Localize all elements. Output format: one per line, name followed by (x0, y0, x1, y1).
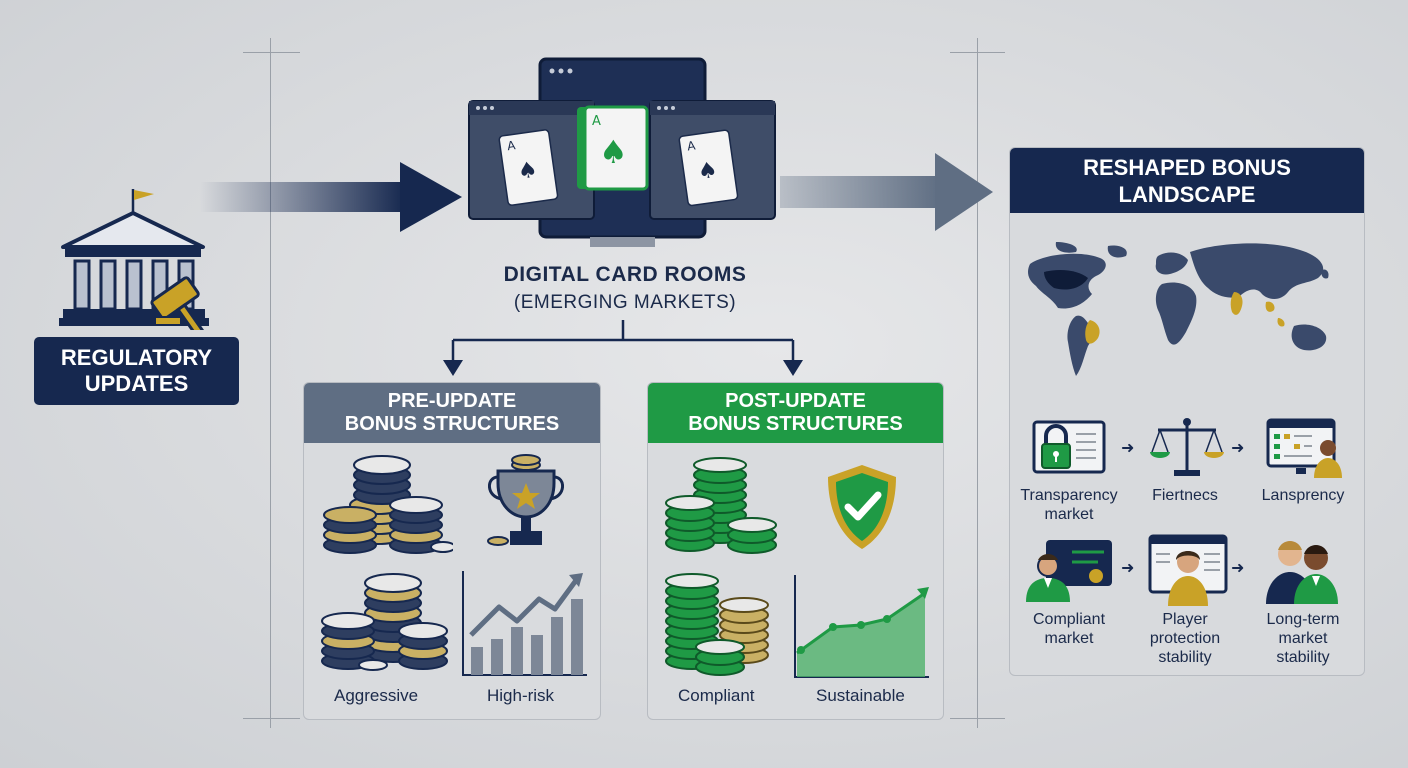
regulatory-line1: REGULATORY (60, 345, 213, 370)
landscape-title-line2: LANDSCAPE (1118, 181, 1256, 207)
trophy-icon (487, 454, 564, 546)
pre-update-panel: PRE-UPDATE BONUS STRUCTURES (303, 382, 601, 720)
svg-text:♠: ♠ (516, 157, 539, 185)
arrow-icon: ➜ (1231, 440, 1245, 457)
world-map-icon (1028, 242, 1329, 376)
guide-line (270, 38, 271, 728)
id-card-person-icon (1026, 540, 1112, 602)
pre-caption-high-risk: High-risk (487, 686, 555, 705)
svg-text:A: A (506, 138, 517, 153)
center-title: DIGITAL CARD ROOMS (503, 263, 747, 286)
arrow-icon: ➜ (1121, 560, 1135, 577)
profile-screen-icon (1148, 534, 1228, 606)
padlock-document-icon (1032, 420, 1106, 474)
post-update-panel: POST-UPDATE BONUS STRUCTURES Compliant S… (647, 382, 944, 720)
flow-arrow-right (780, 153, 993, 231)
branch-connector (443, 320, 803, 376)
pre-update-title-line2: BONUS STRUCTURES (344, 413, 560, 435)
arrow-icon: ➜ (1121, 440, 1135, 457)
green-chip-stacks-icon (665, 573, 769, 676)
guide-line (950, 52, 1005, 53)
chip-stacks-icon (321, 573, 448, 671)
landscape-caption-5: Player protection stability (1149, 611, 1221, 666)
pre-update-header: PRE-UPDATE BONUS STRUCTURES (304, 383, 600, 443)
post-update-title-line2: BONUS STRUCTURES (688, 413, 903, 435)
shield-check-icon (828, 465, 896, 549)
flow-arrow-left (200, 162, 462, 232)
landscape-caption-6: Long-term market stability (1266, 611, 1340, 666)
landscape-header: RESHAPED BONUS LANDSCAPE (1010, 148, 1364, 213)
post-update-title-line1: POST-UPDATE (725, 390, 866, 412)
rising-chart-icon (462, 571, 587, 676)
courthouse-gavel-icon (59, 189, 210, 330)
card-room-monitor-icon: A ♠ A ♠ A ♠ (468, 57, 776, 247)
growth-area-chart-icon (794, 575, 929, 678)
arrow-icon: ➜ (1231, 560, 1245, 577)
scales-icon (1150, 418, 1224, 476)
center-subtitle: (EMERGING MARKETS) (513, 292, 737, 313)
dashboard-person-icon (1266, 418, 1342, 478)
landscape-caption-4: Compliant market (1032, 611, 1106, 647)
svg-text:♠: ♠ (599, 133, 628, 171)
landscape-caption-1: Transparency market (1020, 487, 1118, 523)
svg-text:A: A (686, 138, 697, 153)
pre-update-title-line1: PRE-UPDATE (387, 390, 517, 412)
post-caption-sustainable: Sustainable (816, 686, 905, 705)
guide-line (977, 38, 978, 728)
guide-line (950, 718, 1005, 719)
guide-line (243, 52, 300, 53)
svg-text:A: A (592, 114, 601, 129)
digital-card-rooms-title: DIGITAL CARD ROOMS (EMERGING MARKETS) (430, 263, 820, 314)
green-chip-stacks-icon (665, 457, 777, 554)
chip-stacks-icon (323, 455, 453, 554)
people-pair-icon (1266, 541, 1338, 604)
landscape-title-line1: RESHAPED BONUS (1083, 154, 1291, 180)
guide-line (243, 718, 300, 719)
regulatory-line2: UPDATES (84, 371, 189, 396)
pre-caption-aggressive: Aggressive (334, 686, 419, 705)
landscape-caption-3: Lansprency (1261, 487, 1345, 504)
post-caption-compliant: Compliant (678, 686, 755, 705)
svg-text:♠: ♠ (696, 158, 719, 186)
regulatory-updates-label: REGULATORY UPDATES (34, 337, 239, 405)
post-update-header: POST-UPDATE BONUS STRUCTURES (648, 383, 943, 443)
reshaped-landscape-panel: RESHAPED BONUS LANDSCAPE (1009, 147, 1365, 676)
landscape-caption-2: Fiertnecs (1152, 487, 1218, 504)
